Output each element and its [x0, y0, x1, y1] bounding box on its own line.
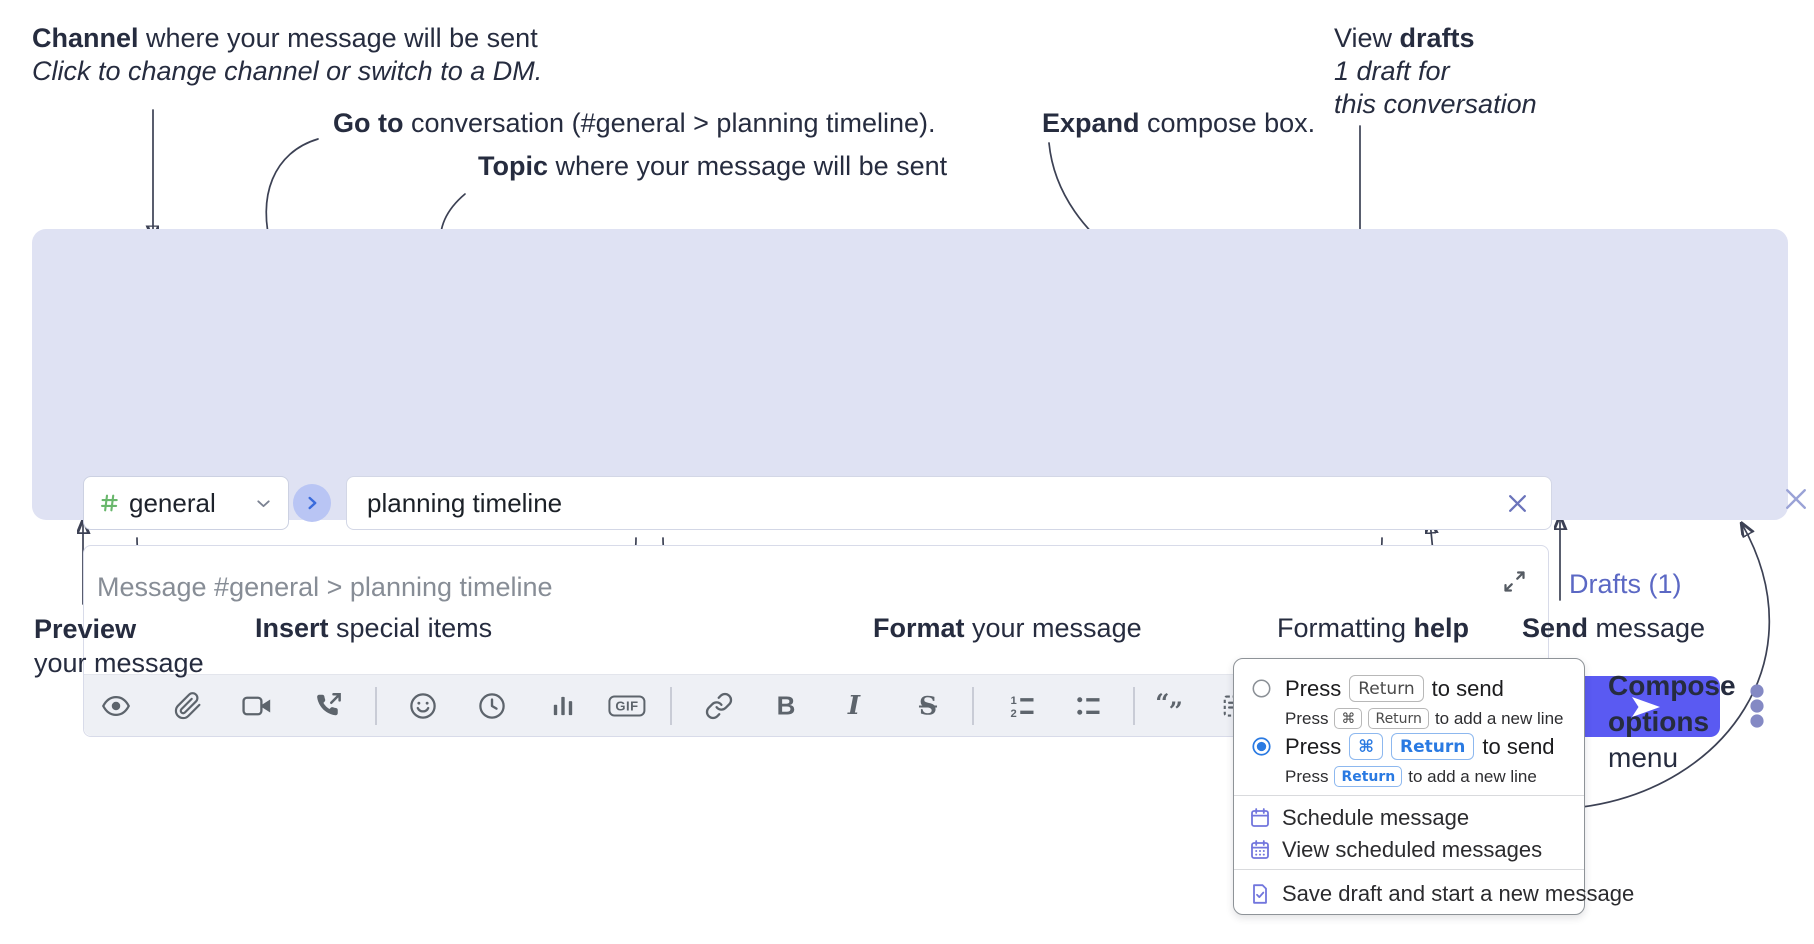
quote-icon[interactable]: “” [1154, 691, 1186, 721]
send-button[interactable] [1572, 676, 1720, 737]
channel-selector[interactable]: general [83, 476, 289, 530]
annotation-topic: Topic where your message will be sent [478, 151, 948, 181]
toolbar-divider [972, 687, 974, 725]
send-options-popup: Press Return to send Press ⌘ Return to a… [1233, 658, 1634, 915]
annotation-insert: Insert special items [255, 613, 493, 643]
option-cmd-return-subtext: Press Return to add a new line [1285, 766, 1537, 787]
chevron-down-icon [257, 499, 270, 507]
calendar-icon [1251, 808, 1269, 827]
menu-item-schedule-message[interactable]: Schedule message [1248, 805, 1469, 831]
svg-text:2: 2 [1011, 707, 1017, 719]
voice-call-icon[interactable] [313, 691, 343, 721]
annotation-preview: Preview your message [34, 614, 204, 678]
menu-item-save-draft[interactable]: Save draft and start a new message [1248, 881, 1634, 907]
time-icon[interactable] [477, 691, 507, 721]
return-key: Return [1334, 766, 1403, 787]
send-icon [1632, 696, 1660, 717]
bold-icon[interactable]: B [776, 690, 796, 720]
save-draft-icon [1253, 884, 1267, 904]
svg-text:“: “ [1155, 691, 1169, 717]
annotation-channel: Channel where your message will be sent … [32, 23, 543, 86]
go-to-conversation-button[interactable] [293, 484, 331, 522]
calendar-days-icon [1251, 840, 1269, 859]
svg-text:”: ” [1169, 696, 1183, 720]
topic-input[interactable]: planning timeline [346, 476, 1552, 530]
cmd-key: ⌘ [1349, 733, 1384, 760]
compose-options-icon[interactable] [1749, 683, 1765, 729]
gif-icon[interactable]: GIF [608, 695, 646, 716]
annotation-go-to: Go to conversation (#general > planning … [333, 108, 936, 138]
annotation-send: Send message [1522, 613, 1706, 643]
option-return-subtext: Press ⌘ Return to add a new line [1285, 708, 1564, 729]
svg-text:1: 1 [1011, 694, 1017, 706]
toolbar-divider [670, 687, 672, 725]
channel-hash-icon [100, 494, 118, 512]
compose-box: general planning timeline Message #gener… [32, 229, 1806, 737]
poll-icon[interactable] [549, 691, 578, 720]
annotation-format: Format your message [873, 613, 1142, 643]
popup-divider [1234, 795, 1584, 796]
video-call-icon[interactable] [242, 690, 273, 721]
annotation-formatting-help: Formatting help [1277, 613, 1470, 643]
radio-cmd-return-to-send[interactable] [1251, 736, 1272, 757]
return-key: Return [1368, 708, 1429, 729]
message-placeholder: Message #general > planning timeline [97, 572, 553, 602]
preview-icon[interactable] [101, 691, 131, 721]
toolbar-divider [1133, 687, 1135, 725]
return-key: Return [1349, 675, 1424, 702]
menu-item-view-scheduled-messages[interactable]: View scheduled messages [1248, 837, 1542, 863]
attach-file-icon[interactable] [174, 691, 203, 720]
chevron-right-icon [308, 496, 317, 510]
return-key: Return [1391, 733, 1475, 760]
annotation-expand: Expand compose box. [1042, 108, 1316, 138]
topic-value: planning timeline [367, 487, 563, 518]
annotation-compose-options: Compose options menu [1608, 670, 1736, 773]
emoji-icon[interactable] [408, 691, 438, 721]
option-return-to-send[interactable]: Press Return to send [1285, 675, 1504, 702]
strikethrough-icon[interactable]: S [918, 691, 938, 720]
close-compose-icon[interactable] [1781, 484, 1811, 514]
cmd-key: ⌘ [1334, 708, 1363, 729]
option-cmd-return-to-send[interactable]: Press ⌘ Return to send [1285, 733, 1555, 760]
radio-return-to-send[interactable] [1251, 678, 1272, 699]
expand-compose-icon[interactable] [1501, 568, 1528, 595]
annotation-view-drafts: View drafts 1 draft for this conversatio… [1334, 23, 1537, 119]
italic-icon[interactable]: I [847, 690, 861, 721]
bulleted-list-icon[interactable] [1074, 691, 1104, 721]
channel-name: general [129, 487, 216, 518]
drafts-link[interactable]: Drafts (1) [1569, 569, 1682, 599]
clear-topic-icon[interactable] [1504, 490, 1531, 517]
link-icon[interactable] [705, 691, 734, 720]
toolbar-divider [375, 687, 377, 725]
popup-divider [1234, 869, 1584, 870]
